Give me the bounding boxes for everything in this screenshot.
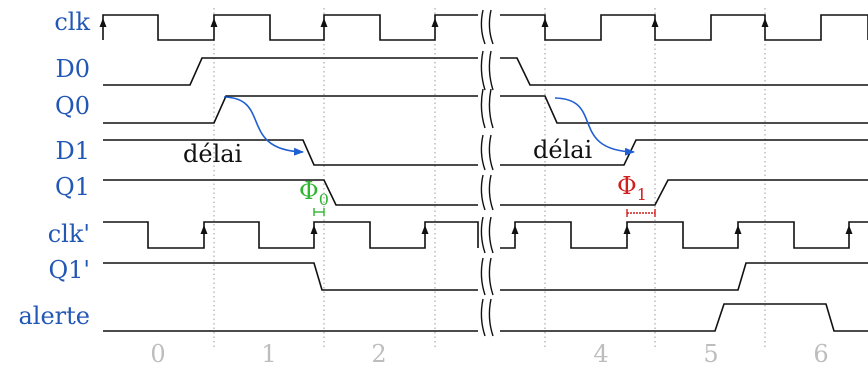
signal-label-d0: D0	[55, 55, 90, 83]
axis-tick-6: 6	[813, 340, 828, 365]
edge-arrow-clk-4	[431, 18, 439, 27]
delay-label-1: délai	[183, 140, 243, 168]
axis-ticks: 0 1 2 4 5 6	[150, 340, 828, 365]
edge-arrow-clkp-4	[511, 225, 519, 234]
axis-tick-2: 2	[371, 340, 386, 365]
signal-label-clk-prime: clk'	[48, 220, 90, 248]
edge-arrow-clkp-2	[310, 225, 318, 234]
signal-labels: clk D0 Q0 D1 Q1 clk' Q1' alerte	[18, 8, 90, 330]
edge-arrow-clk-3	[320, 18, 328, 27]
delay-arrow-2	[554, 97, 635, 156]
signal-label-q0: Q0	[55, 92, 90, 120]
time-break-marks	[480, 9, 494, 337]
axis-tick-0: 0	[150, 340, 165, 365]
edge-arrow-clk-1	[99, 18, 107, 27]
axis-tick-4: 4	[593, 340, 608, 365]
edge-arrow-clkp-3	[421, 225, 429, 234]
waveform-alerte	[103, 303, 868, 332]
edge-arrow-clk-6	[651, 18, 659, 27]
signal-label-q1: Q1	[55, 173, 90, 201]
edge-arrow-clkp-6	[734, 225, 742, 234]
edge-arrow-clk-2	[210, 18, 218, 27]
signal-label-d1: D1	[55, 137, 90, 165]
axis-tick-1: 1	[261, 340, 276, 365]
edge-arrow-clkp-5	[623, 225, 631, 234]
edge-arrow-clk-5	[541, 18, 549, 27]
edge-arrow-clkp-7	[845, 225, 853, 234]
delay-label-2: délai	[533, 136, 593, 164]
edge-arrow-clk-7	[761, 18, 769, 27]
clock-edge-arrows	[99, 18, 853, 234]
axis-tick-5: 5	[703, 340, 718, 365]
waveform-q0	[103, 95, 868, 124]
delay-annotations: délai délai	[183, 96, 635, 168]
phase-1-label: Φ1	[617, 172, 647, 204]
waveform-d0	[103, 57, 868, 86]
delay-arrow-1	[223, 96, 304, 156]
waveform-clk-prime	[103, 221, 868, 249]
waveform-q1-prime	[103, 262, 868, 291]
signal-label-q1-prime: Q1'	[48, 256, 90, 284]
phase-annotations: Φ0 Φ1	[299, 172, 656, 217]
guide-lines	[213, 8, 766, 350]
waveform-q1	[103, 179, 868, 206]
waveforms	[102, 14, 868, 332]
signal-label-alerte: alerte	[18, 302, 90, 330]
waveform-clk	[102, 14, 868, 41]
signal-label-clk: clk	[54, 8, 90, 36]
edge-arrow-clkp-1	[200, 225, 208, 234]
phase-0-label: Φ0	[299, 177, 329, 209]
